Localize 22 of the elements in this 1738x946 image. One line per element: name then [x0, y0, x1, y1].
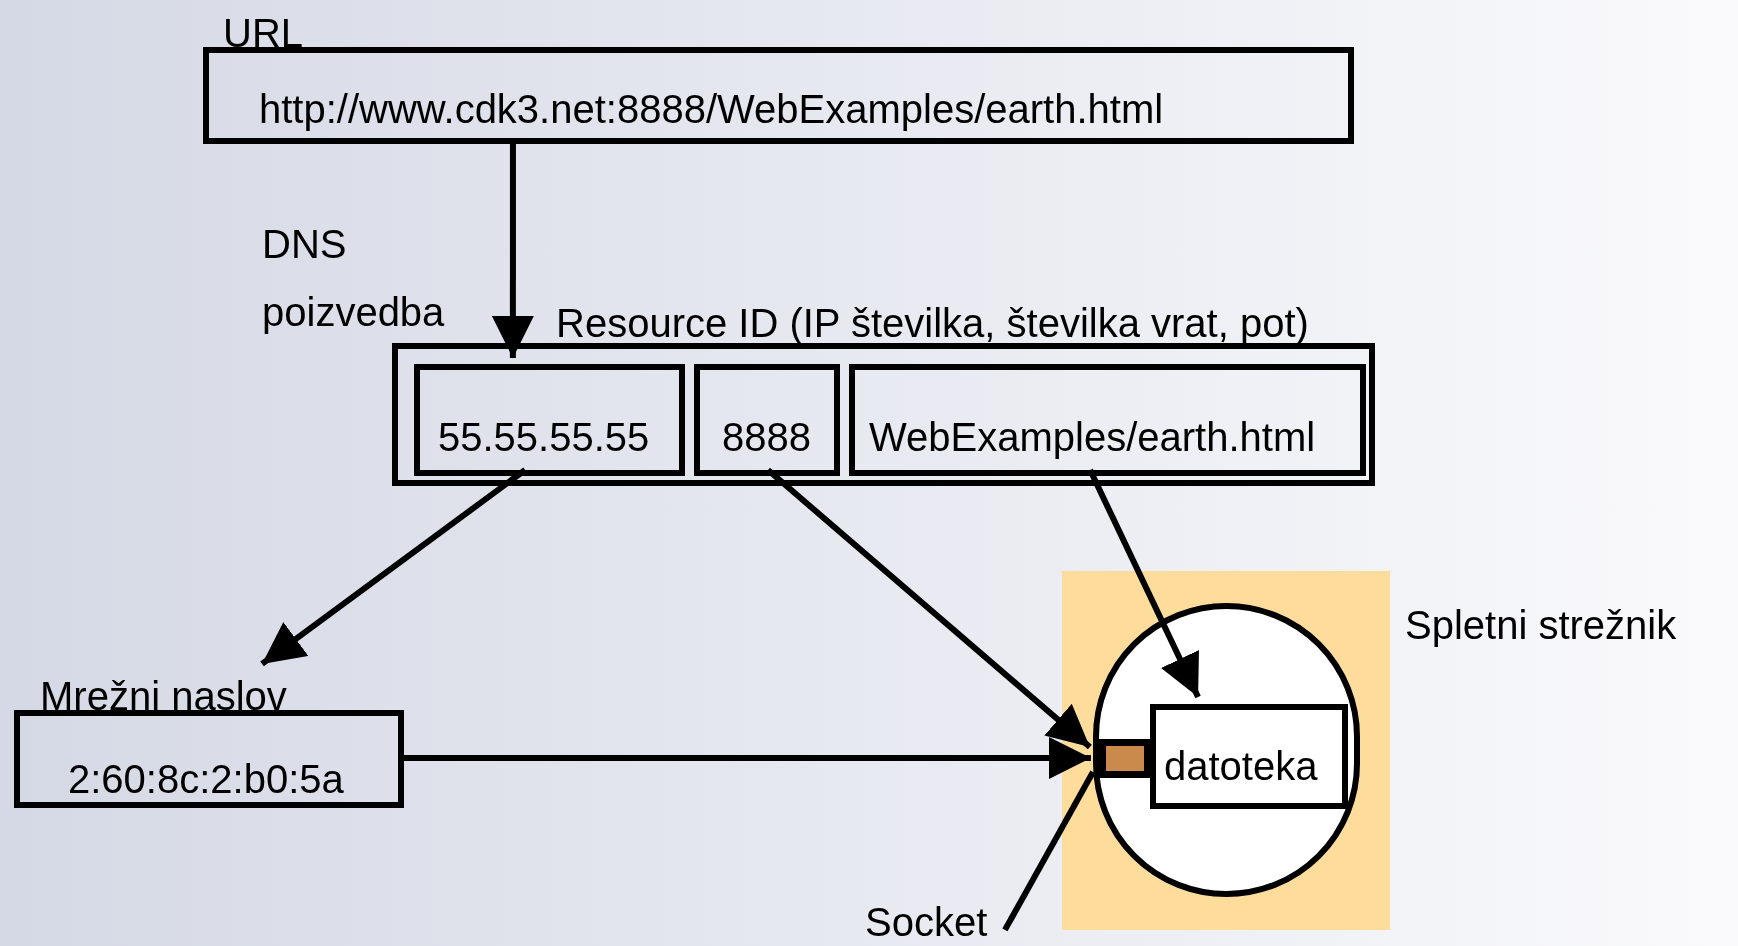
box-text: WebExamples/earth.html	[869, 414, 1316, 460]
edge-label: DNS poizvedba	[262, 221, 446, 336]
box-heading: Spletni strežnik	[1405, 603, 1677, 647]
box-text: 55.55.55.55	[438, 414, 650, 460]
arrow	[1087, 468, 1201, 699]
box-text: http://www.cdk3.net:8888/WebExamples/earth.html	[259, 86, 1164, 132]
arrow	[260, 467, 527, 667]
arrow	[491, 144, 534, 358]
process-box	[694, 364, 840, 476]
process-box	[849, 364, 1366, 476]
box-heading: URL	[223, 11, 304, 55]
process-box	[1150, 704, 1348, 809]
box-heading: Mrežni naslov	[40, 674, 287, 718]
arrow	[404, 736, 1091, 779]
arrow	[766, 467, 1092, 750]
box-text: 2:60:8c:2:b0:5a	[68, 756, 344, 802]
process-box	[414, 364, 685, 476]
socket-label: Socket	[865, 900, 988, 944]
box-text: datoteka	[1164, 743, 1318, 789]
box-heading: Resource ID (IP številka, številka vrat, pot)	[556, 301, 1309, 345]
box-text: 8888	[722, 414, 811, 460]
leader-line	[1002, 770, 1096, 932]
